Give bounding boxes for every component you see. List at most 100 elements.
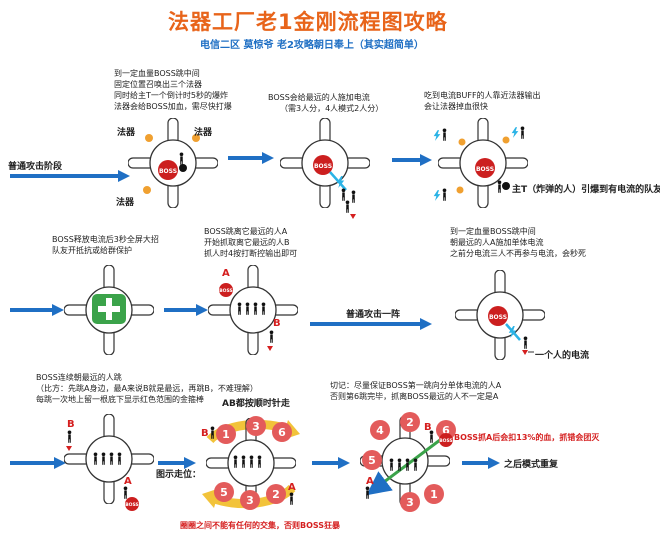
step2-note-1: BOSS会给最远的人施加电流 — [268, 93, 370, 102]
step7-note-3: 每跳一次地上留一根底下显示红色范围的金箍棒 — [36, 395, 204, 404]
marker-b: B — [273, 318, 281, 329]
position-circle — [424, 484, 444, 504]
step5-diagram: A BOSS B — [208, 265, 298, 355]
arrow-1 — [228, 152, 274, 164]
svg-text:2: 2 — [272, 488, 280, 501]
position-circle — [362, 450, 382, 470]
svg-text:1: 1 — [222, 428, 230, 441]
player-icon — [341, 188, 346, 201]
device-label: 法器 — [116, 196, 135, 208]
bomb-icon — [179, 152, 187, 172]
step8-header: AB都按顺时针走 — [222, 397, 290, 409]
arrow-7: 图示走位： — [156, 457, 201, 480]
marker-b: B — [201, 428, 209, 439]
middle-label: 普通攻击一阵 — [346, 308, 400, 320]
svg-text:5: 5 — [220, 486, 228, 499]
position-circle — [266, 484, 286, 504]
svg-text:BOSS: BOSS — [439, 438, 453, 444]
svg-text:6: 6 — [278, 426, 286, 439]
step3-note-1: 吃到电流BUFF的人靠近法器输出 — [424, 91, 541, 100]
device-marker — [145, 134, 153, 142]
svg-text:2: 2 — [406, 416, 414, 429]
lightning-icon — [511, 127, 519, 138]
device-label: 法器 — [194, 126, 213, 138]
player-icon — [442, 128, 447, 141]
step5-notes: BOSS跳离它最远的人A 开始抓取离它最远的人B 抓人时4按打断控输出即可 — [204, 226, 297, 259]
step5-note-2: 开始抓取离它最远的人B — [204, 238, 290, 247]
device-marker — [456, 186, 464, 194]
lightning-icon — [433, 130, 441, 141]
bomb-icon — [497, 180, 510, 193]
step6-note-2: 朝最远的人A施加单体电流 — [450, 238, 544, 247]
boss-icon — [219, 283, 233, 297]
step6-note-3: 之前分电流三人不再参与电流，会秒死 — [450, 249, 586, 258]
position-circle — [272, 422, 292, 442]
device-label: 法器 — [117, 126, 136, 138]
device-marker — [458, 138, 466, 146]
step4-note-1: BOSS释放电流后3秒全屏大招 — [52, 235, 159, 244]
step8-bottom-note: 圈圈之间不能有任何的交集，否则BOSS狂暴 — [180, 520, 341, 530]
arrow-6 — [10, 457, 66, 469]
step9-warning: BOSS抓A后会扣13%的血，抓错会团灭 — [454, 432, 600, 442]
page-title: 法器工厂老1金刚流程图攻略 — [168, 10, 448, 34]
boss-icon — [158, 160, 178, 180]
svg-text:3: 3 — [406, 496, 414, 509]
step7-note-1: BOSS连续朝最远的人跳 — [36, 373, 122, 382]
marker-b: B — [424, 422, 432, 433]
step1-note-3: 同时给主T一个倒计时5秒的爆炸 — [114, 91, 228, 100]
boss-icon — [439, 433, 453, 447]
svg-text:BOSS: BOSS — [125, 502, 139, 508]
step3-note-2: 会让法器掉血很快 — [424, 102, 488, 111]
step7-diagram: B A BOSS — [64, 414, 154, 511]
step3-diagram: BOSS 主T（炸弹的人）引爆到有电流的队友，会把他秒死 — [433, 118, 660, 208]
position-circle — [400, 492, 420, 512]
marker-a: A — [366, 476, 374, 487]
boss-icon — [488, 306, 508, 326]
svg-text:6: 6 — [442, 424, 450, 437]
step1-notes: 到一定血量BOSS跳中间 固定位置召唤出三个法器 同时给主T一个倒计时5秒的爆炸… — [114, 68, 232, 112]
step1-note-4: 法器会给BOSS加血，需尽快打爆 — [114, 102, 232, 111]
position-circle — [214, 482, 234, 502]
arrow-8 — [312, 457, 350, 469]
svg-text:1: 1 — [430, 488, 438, 501]
arrow-2 — [392, 154, 432, 166]
position-circle — [216, 424, 236, 444]
arrow-3 — [10, 304, 64, 316]
player-icon — [345, 200, 350, 213]
pointer-label: 一个人的电流 — [535, 349, 589, 361]
step1-diagram: 法器 法器 法器 BOSS — [116, 118, 218, 208]
step4-notes: BOSS释放电流后3秒全屏大招 队友开抵抗或给群保护 — [52, 234, 159, 256]
step1-note-2: 固定位置召唤出三个法器 — [114, 80, 202, 89]
svg-text:3: 3 — [252, 420, 260, 433]
arrow-4 — [164, 304, 208, 316]
position-circle — [246, 416, 266, 436]
step2-notes: BOSS会给最远的人施加电流 （需3人分，4人模式2人分） — [268, 92, 383, 114]
device-marker — [502, 136, 510, 144]
step7-notes: BOSS连续朝最远的人跳 （比方：先跳A身边，最A来说B就是最远，再跳B，不难理… — [36, 372, 258, 405]
step5-note-3: 抓人时4按打断控输出即可 — [204, 249, 298, 258]
svg-text:4: 4 — [376, 424, 384, 437]
step2-note-2: （需3人分，4人模式2人分） — [280, 104, 384, 113]
page-subtitle: 电信二区 莫惊爷 老2攻略朝日奉上（其实超简单） — [200, 40, 424, 51]
step7-note-2: （比方：先跳A身边，最A来说B就是最远，再跳B，不难理解） — [36, 384, 258, 393]
player-icon — [523, 336, 528, 349]
boss-icon — [125, 497, 139, 511]
step3-notes: 吃到电流BUFF的人靠近法器输出 会让法器掉血很快 — [424, 90, 541, 112]
step4-note-2: 队友开抵抗或给群保护 — [52, 246, 132, 255]
svg-text:BOSS: BOSS — [314, 163, 332, 170]
step9-diagram: 4 2 5 3 1 6 B BOSS A BOSS抓A后会扣13%的血，抓错会团… — [360, 412, 600, 512]
step3-side-note: 主T（炸弹的人）引爆到有电流的队友，会把他秒死 — [512, 183, 660, 195]
step6-note-1: 到一定血量BOSS跳中间 — [450, 227, 536, 236]
start-arrow: 普通攻击阶段 — [8, 160, 130, 182]
position-circle — [436, 420, 456, 440]
marker-a: A — [124, 476, 132, 487]
svg-text:5: 5 — [368, 454, 376, 467]
arrow-9: 之后模式重复 — [462, 457, 559, 470]
diagram-label: 图示走位： — [156, 468, 201, 480]
player-icon — [123, 486, 128, 499]
marker-a: A — [222, 268, 230, 279]
lightning-icon — [433, 190, 441, 201]
marker-a: A — [288, 482, 296, 493]
player-icon — [289, 492, 294, 505]
step6-diagram: BOSS 一个人的电流 — [455, 270, 589, 361]
